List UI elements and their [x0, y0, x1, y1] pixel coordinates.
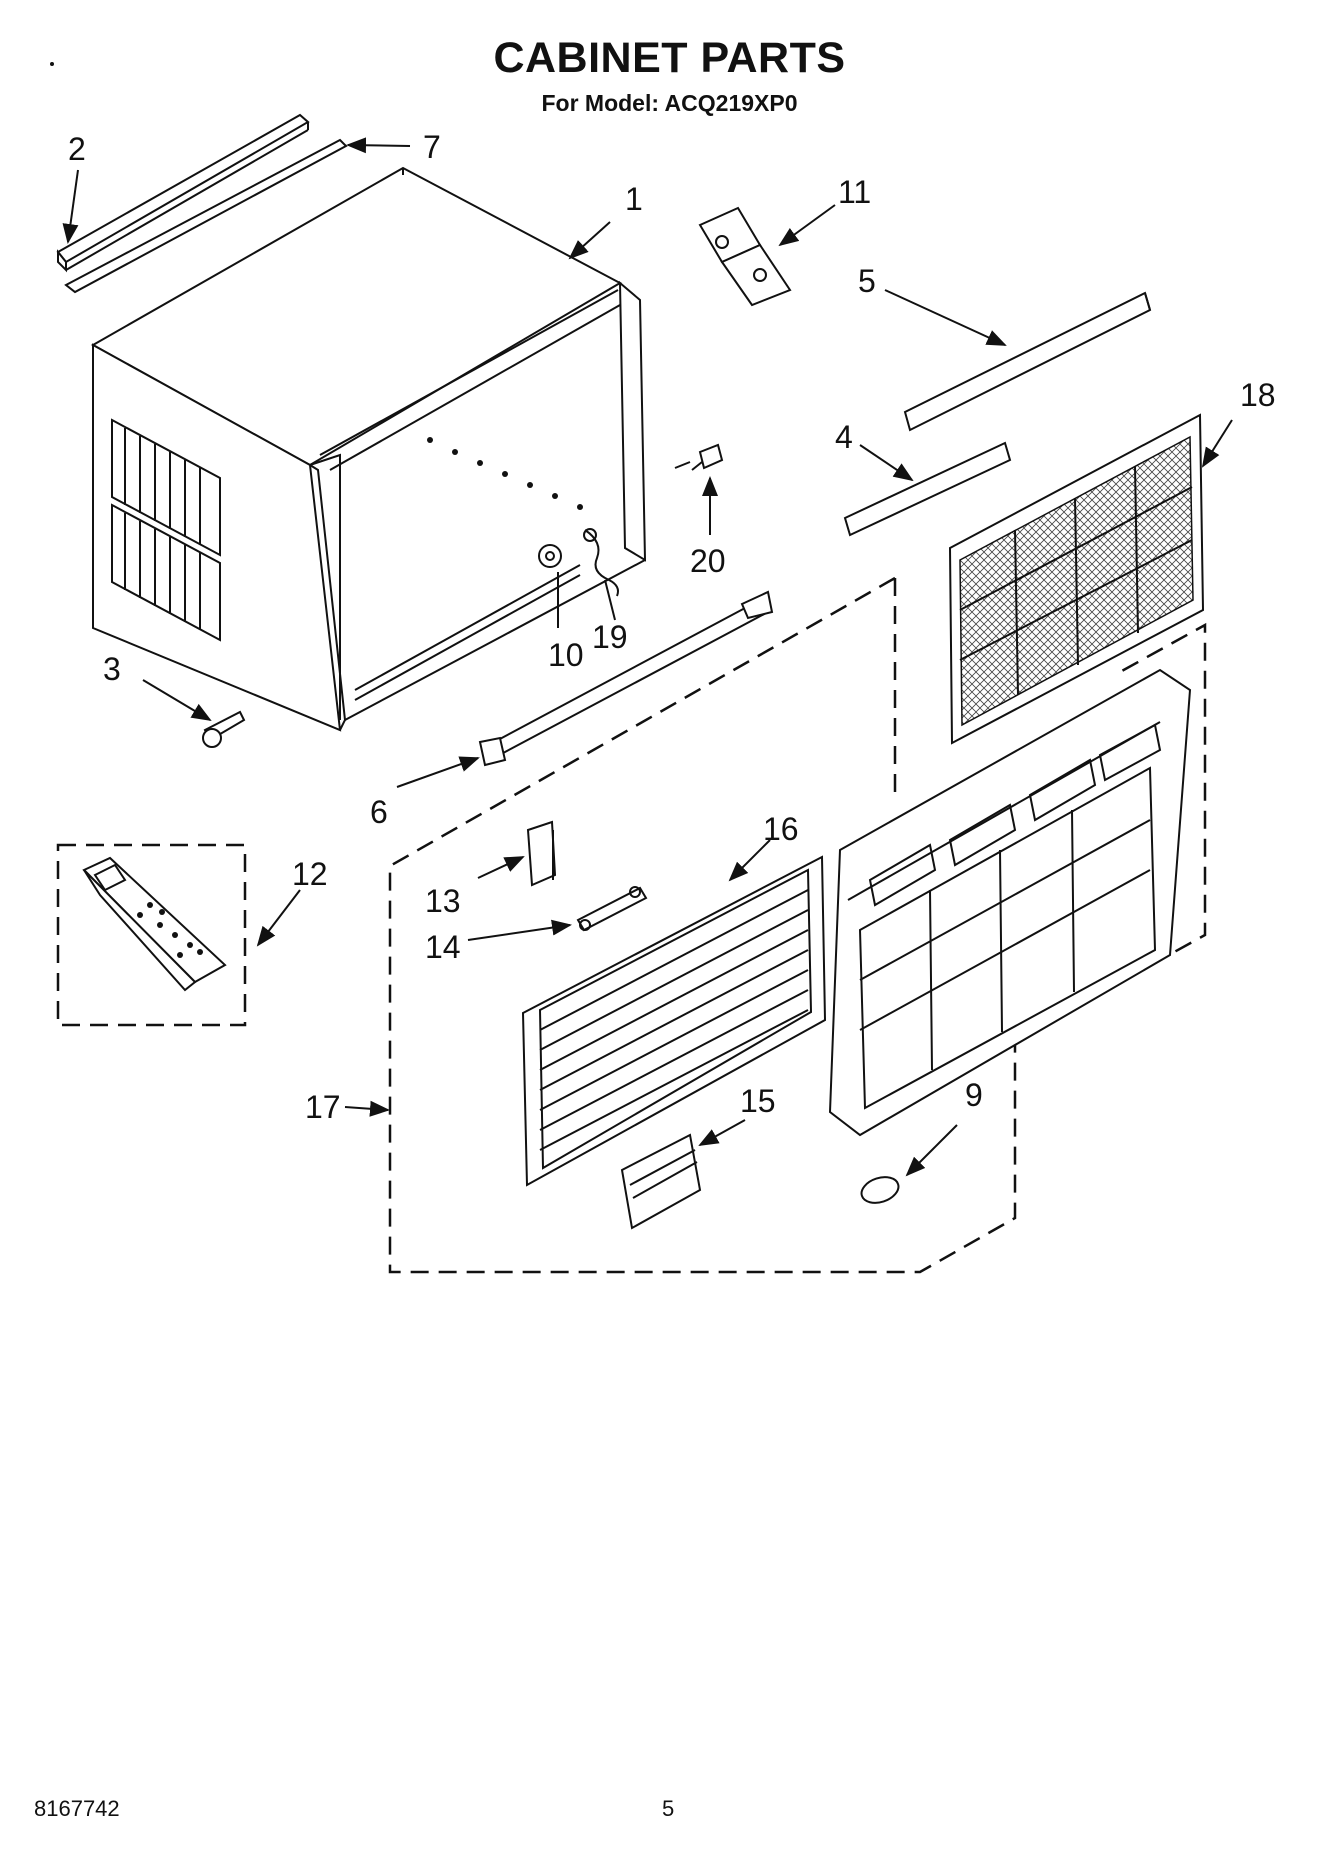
callout-19: 19: [592, 619, 628, 655]
hinge-part-14: [576, 886, 648, 932]
callout-14: 14: [425, 929, 461, 965]
front-frame: [828, 668, 1192, 1137]
page-title: CABINET PARTS: [493, 34, 846, 82]
remote-control-part-12: [82, 856, 227, 992]
callout-2: 2: [68, 131, 86, 167]
rail-part-6: [478, 590, 774, 767]
oval-plug-part-9: [860, 1176, 900, 1204]
remote-boundary: [56, 843, 247, 1027]
cabinet-shell-part-1: [90, 166, 647, 732]
page-number: 5: [662, 1796, 675, 1821]
bracket-part-11: [698, 206, 792, 307]
board-part-4: [843, 441, 1012, 537]
bolt-part-20: [691, 443, 724, 471]
callout-16: 16: [763, 811, 799, 847]
callout-6: 6: [370, 794, 388, 830]
model-subtitle: For Model: ACQ219XP0: [541, 90, 798, 116]
side-louvers: [111, 418, 221, 642]
flange-holes: [427, 437, 583, 510]
front-assembly-boundary: [388, 576, 1207, 1274]
callout-15: 15: [740, 1083, 776, 1119]
bracket-part-13: [526, 820, 557, 887]
nut-part-10: [538, 544, 562, 568]
callout-3: 3: [103, 651, 121, 687]
callout-13: 13: [425, 883, 461, 919]
callout-12: 12: [292, 856, 328, 892]
callout-18: 18: [1240, 377, 1276, 413]
callout-5: 5: [858, 263, 876, 299]
filter-screen-part-18: [948, 413, 1205, 745]
top-rail-part-2: [56, 113, 310, 273]
callout-1: 1: [625, 181, 643, 217]
callout-9: 9: [965, 1077, 983, 1113]
screw-part-3: [202, 710, 246, 748]
callout-20: 20: [690, 543, 726, 579]
clip-part-19: [583, 528, 619, 597]
callout-labels: 1 2 3 4 5 6 7 9 10 11 12 13 14 15 16 17 …: [68, 129, 1276, 1125]
seal-strip-part-7: [64, 138, 348, 294]
callout-17: 17: [305, 1089, 341, 1125]
front-grille-part-16: [521, 855, 827, 1187]
callout-4: 4: [835, 419, 853, 455]
callout-7: 7: [423, 129, 441, 165]
door-part-15: [620, 1133, 702, 1230]
corner-dot: [50, 62, 54, 66]
callout-10: 10: [548, 637, 584, 673]
callout-11: 11: [838, 174, 871, 210]
board-part-5: [903, 291, 1152, 432]
leader-lines: [62, 137, 1233, 1177]
document-number: 8167742: [34, 1796, 120, 1821]
